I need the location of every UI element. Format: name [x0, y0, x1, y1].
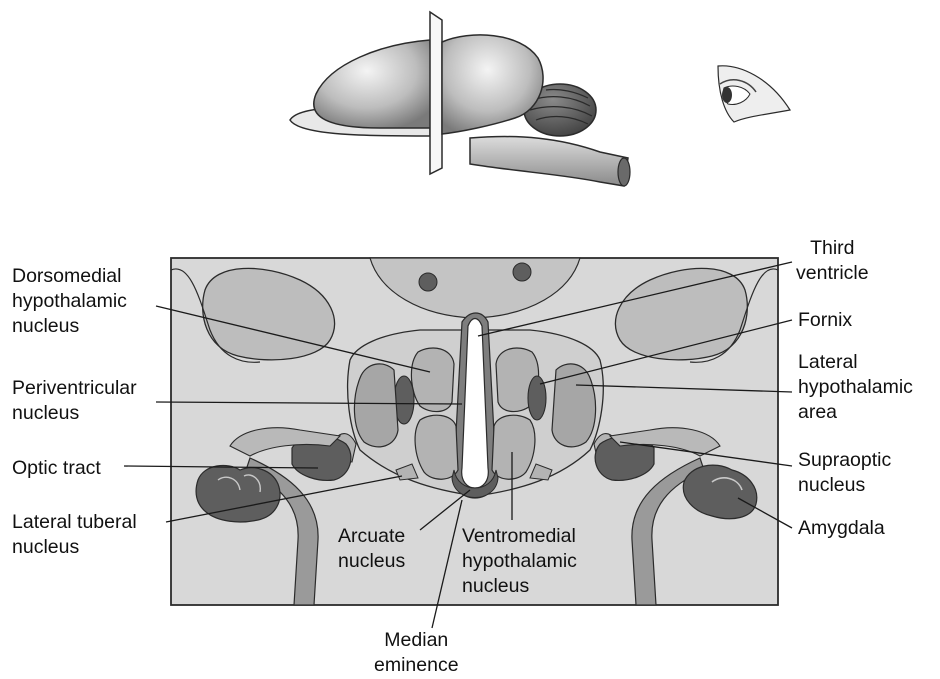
label-median-eminence-line1: Median: [374, 628, 459, 653]
label-dorsomedial-line3: nucleus: [12, 314, 127, 339]
label-dorsomedial-line1: Dorsomedial: [12, 264, 127, 289]
label-amygdala: Amygdala: [798, 516, 885, 541]
label-periventricular-line1: Periventricular: [12, 376, 137, 401]
brain-orientation-illustration: [290, 12, 630, 186]
label-third-ventricle-line1: Third: [796, 236, 869, 261]
label-third-ventricle-line2: ventricle: [796, 261, 869, 286]
label-lateral-hypothalamic-line2: hypothalamic: [798, 375, 913, 400]
label-lateral-hypothalamic-area: Lateral hypothalamic area: [798, 350, 913, 425]
label-supraoptic-nucleus: Supraoptic nucleus: [798, 448, 891, 498]
label-supraoptic-line2: nucleus: [798, 473, 891, 498]
label-amygdala-line1: Amygdala: [798, 516, 885, 541]
brainstem-shape: [470, 137, 628, 186]
label-supraoptic-line1: Supraoptic: [798, 448, 891, 473]
label-third-ventricle: Third ventricle: [796, 236, 869, 286]
label-lateral-tuberal-line1: Lateral tuberal: [12, 510, 137, 535]
label-lateral-hypothalamic-line3: area: [798, 400, 913, 425]
label-dorsomedial-hypothalamic-nucleus: Dorsomedial hypothalamic nucleus: [12, 264, 127, 339]
label-median-eminence: Median eminence: [374, 628, 459, 678]
coronal-section-plane: [430, 12, 442, 174]
label-arcuate-line2: nucleus: [338, 549, 405, 574]
label-arcuate-line1: Arcuate: [338, 524, 405, 549]
dark-dot-left: [419, 273, 437, 291]
label-fornix-line1: Fornix: [798, 308, 852, 333]
dark-dot-right: [513, 263, 531, 281]
label-ventromedial-line1: Ventromedial: [462, 524, 577, 549]
label-median-eminence-line2: eminence: [374, 653, 459, 678]
dorsomedial-nucleus-left: [411, 348, 454, 412]
label-optic-tract-line1: Optic tract: [12, 456, 101, 481]
eye-icon: [718, 66, 790, 122]
label-periventricular-line2: nucleus: [12, 401, 137, 426]
lateral-hypothalamic-area-left: [354, 364, 398, 447]
label-ventromedial-line3: nucleus: [462, 574, 577, 599]
label-dorsomedial-line2: hypothalamic: [12, 289, 127, 314]
label-fornix: Fornix: [798, 308, 852, 333]
label-optic-tract: Optic tract: [12, 456, 101, 481]
label-periventricular-nucleus: Periventricular nucleus: [12, 376, 137, 426]
label-lateral-hypothalamic-line1: Lateral: [798, 350, 913, 375]
label-lateral-tuberal-nucleus: Lateral tuberal nucleus: [12, 510, 137, 560]
brainstem-end: [618, 158, 630, 186]
label-arcuate-nucleus: Arcuate nucleus: [338, 524, 405, 574]
label-ventromedial-line2: hypothalamic: [462, 549, 577, 574]
label-lateral-tuberal-line2: nucleus: [12, 535, 137, 560]
cerebral-hemisphere-front: [314, 40, 432, 128]
lateral-hypothalamic-area-right: [552, 364, 596, 447]
label-ventromedial-hypothalamic-nucleus: Ventromedial hypothalamic nucleus: [462, 524, 577, 599]
